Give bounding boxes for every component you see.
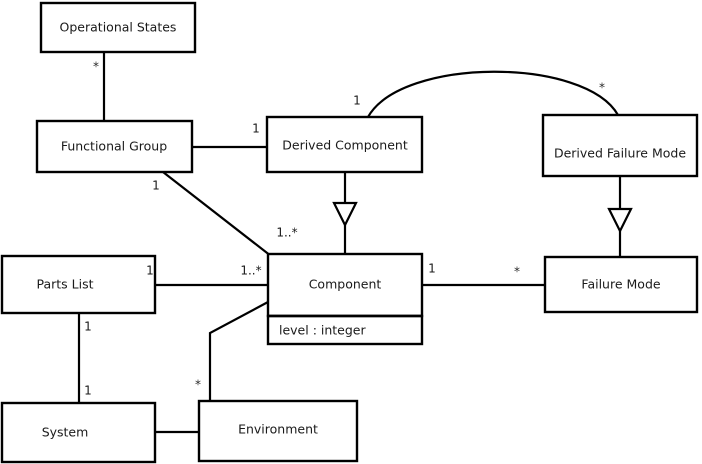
generalization-triangle-icon	[607, 207, 633, 234]
multiplicity-label: 1..*	[276, 226, 297, 240]
class-node-operational-states[interactable]: Operational States	[39, 1, 197, 54]
class-attribute-compartment	[266, 314, 424, 346]
generalization-triangle-icon	[332, 201, 358, 228]
class-box	[266, 252, 424, 318]
association-environment-component[interactable]	[208, 301, 269, 401]
class-node-functional-group[interactable]: Functional Group	[35, 119, 194, 174]
generalization-failure-mode-derived-failure-mode[interactable]	[607, 176, 633, 257]
multiplicity-label: 1	[146, 264, 154, 278]
multiplicity-label: *	[599, 81, 605, 95]
class-name-label: Operational States	[60, 20, 177, 35]
class-name-label: Derived Failure Mode	[554, 146, 686, 161]
class-box	[541, 113, 699, 178]
class-node-derived-component[interactable]: Derived Component	[265, 115, 424, 174]
class-node-parts-list[interactable]: Parts List	[0, 254, 157, 315]
multiplicity-label: 1	[252, 122, 260, 136]
multiplicity-label: 1	[428, 262, 436, 276]
class-node-system[interactable]: System	[0, 401, 157, 464]
class-box	[35, 119, 194, 174]
multiplicity-label: *	[195, 378, 201, 392]
multiplicity-labels-layer: * 1 1 1..* 1 * 1 1..* 1 * 1 1 *	[84, 60, 605, 398]
class-box	[197, 399, 359, 463]
class-node-component[interactable]: Component level : integer	[266, 252, 424, 346]
class-name-label: Component	[309, 277, 382, 292]
association-derived-component-derived-failure-mode[interactable]	[367, 70, 619, 118]
multiplicity-label: *	[514, 265, 520, 279]
class-box	[0, 254, 157, 315]
multiplicity-label: 1	[84, 320, 92, 334]
class-box	[265, 115, 424, 174]
class-node-failure-mode[interactable]: Failure Mode	[543, 255, 699, 314]
class-name-label: Parts List	[36, 277, 93, 292]
multiplicity-label: 1	[152, 179, 160, 193]
class-box	[0, 401, 157, 464]
class-box	[543, 255, 699, 314]
multiplicity-label: 1	[84, 384, 92, 398]
class-node-environment[interactable]: Environment	[197, 399, 359, 463]
multiplicity-label: 1..*	[240, 264, 261, 278]
class-box	[39, 1, 197, 54]
generalization-component-derived-component[interactable]	[332, 172, 358, 254]
class-name-label: Environment	[238, 422, 318, 437]
class-name-label: Derived Component	[282, 138, 408, 153]
class-attribute-label: level : integer	[279, 323, 366, 338]
generalizations-layer	[332, 172, 633, 257]
multiplicity-label: *	[93, 60, 99, 74]
association-functional-group-component[interactable]	[162, 171, 272, 257]
class-name-label: Failure Mode	[581, 277, 660, 292]
multiplicity-label: 1	[353, 94, 361, 108]
class-name-label: Functional Group	[61, 139, 167, 154]
class-node-derived-failure-mode[interactable]: Derived Failure Mode	[541, 113, 699, 178]
class-name-label: System	[42, 425, 89, 440]
associations-layer	[77, 52, 619, 434]
